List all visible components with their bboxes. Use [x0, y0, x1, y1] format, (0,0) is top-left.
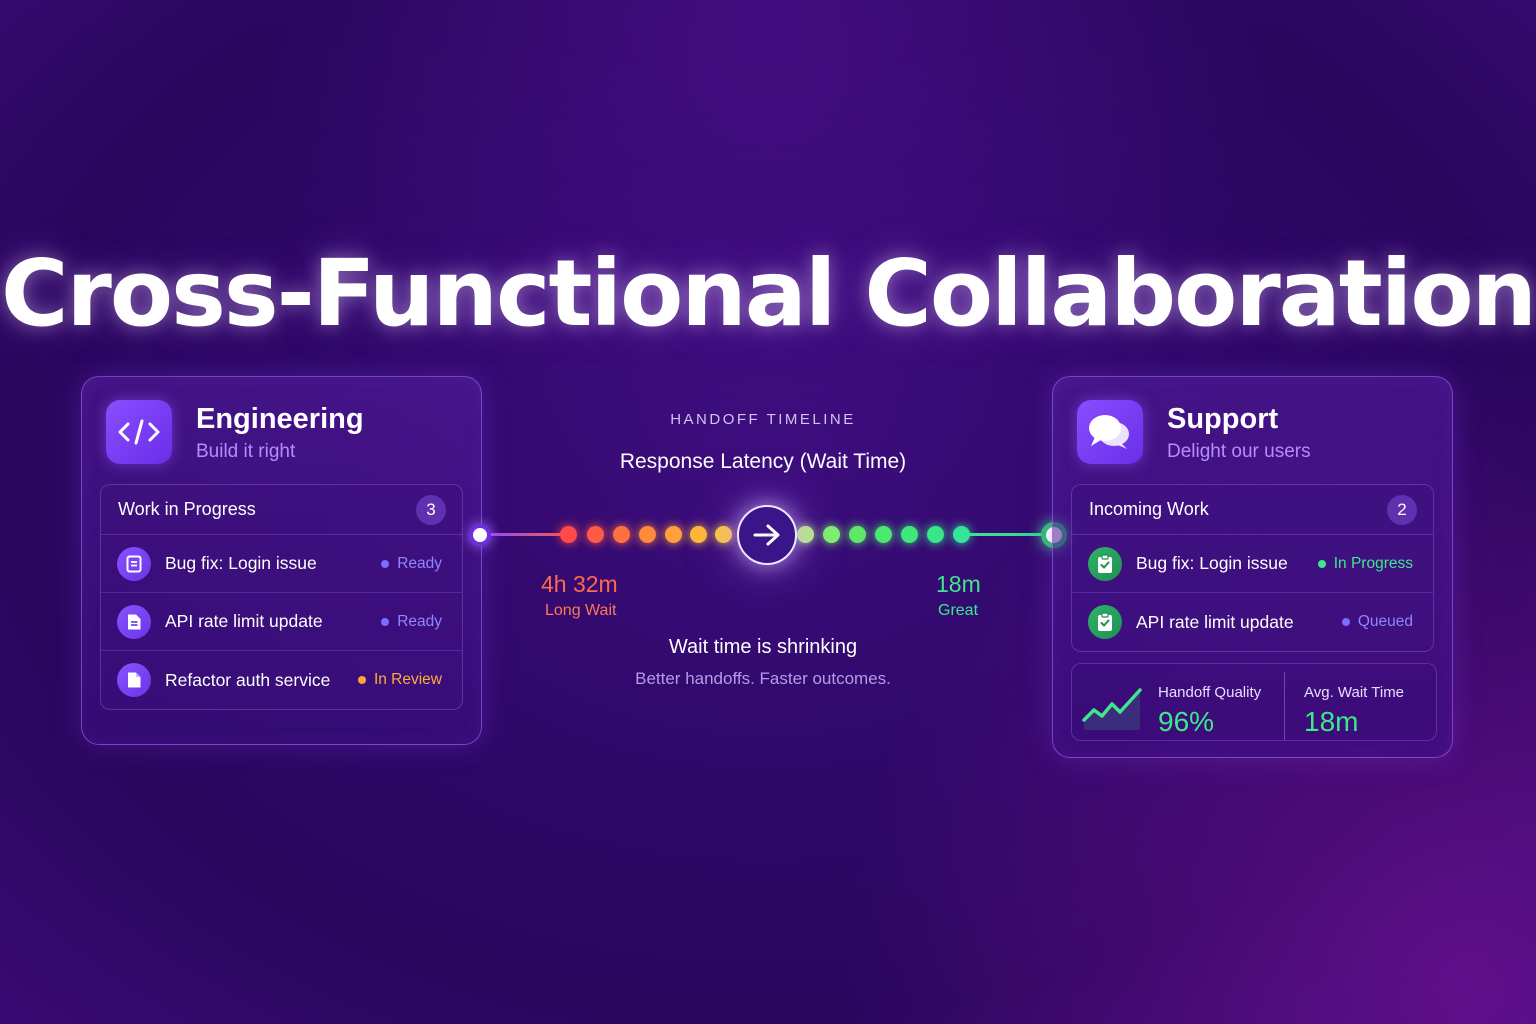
before-wait-label: Long Wait — [545, 602, 617, 619]
clipboard-check-icon — [1088, 605, 1122, 639]
engineering-panel: Engineering Build it right Work in Progr… — [81, 376, 482, 745]
timeline-dot — [690, 526, 707, 543]
timeline-dot — [875, 526, 892, 543]
timeline-dot — [849, 526, 866, 543]
timeline-dot — [665, 526, 682, 543]
page-title: Cross-Functional Collaboration — [0, 240, 1536, 347]
document-icon — [117, 604, 151, 639]
after-wait-label: Great — [938, 602, 979, 619]
timeline-dot — [901, 526, 918, 543]
status-badge: Ready — [381, 555, 442, 573]
status-badge: Ready — [381, 613, 442, 631]
timeline-track-left — [488, 533, 568, 536]
timeline-submessage: Better handoffs. Faster outcomes. — [635, 669, 891, 688]
arrow-right-icon — [753, 524, 780, 546]
handoff-quality-label: Handoff Quality — [1158, 684, 1262, 701]
timeline-start-node — [469, 524, 491, 546]
list-item[interactable]: API rate limit update Queued — [1072, 593, 1433, 651]
timeline-message: Wait time is shrinking — [668, 636, 858, 658]
clipboard-check-icon — [1088, 546, 1122, 581]
chat-bubbles-icon — [1077, 400, 1143, 464]
timeline-caption: HANDOFF TIMELINE — [670, 411, 856, 428]
after-wait-value: 18m — [936, 571, 981, 597]
timeline-dot — [953, 526, 970, 543]
status-badge: In Review — [357, 671, 442, 689]
timeline-dot — [560, 526, 577, 543]
support-subtitle: Delight our users — [1167, 441, 1311, 462]
code-icon — [106, 400, 172, 464]
status-dot — [381, 559, 390, 568]
list-title: Incoming Work — [1089, 499, 1209, 519]
list-item[interactable]: Refactor auth service In Review — [101, 651, 462, 709]
list-item[interactable]: API rate limit update Ready — [101, 593, 462, 651]
support-panel: Support Delight our users Incoming Work … — [1052, 376, 1453, 758]
status-text: In Progress — [1333, 554, 1413, 572]
handoff-quality-value: 96% — [1158, 706, 1215, 737]
timeline-dot — [823, 526, 840, 543]
engineering-subtitle: Build it right — [196, 441, 296, 462]
before-wait-value: 4h 32m — [541, 571, 618, 597]
status-badge: In Progress — [1317, 554, 1413, 573]
timeline-dot — [639, 526, 656, 543]
status-text: Ready — [397, 554, 442, 572]
timeline-dot — [715, 526, 732, 543]
item-label: API rate limit update — [165, 611, 323, 631]
status-badge: Queued — [1341, 613, 1413, 631]
avg-wait-label: Avg. Wait Time — [1304, 684, 1405, 701]
handoff-arrow-button[interactable] — [737, 505, 797, 565]
list-item[interactable]: Bug fix: Login issue In Progress — [1072, 535, 1433, 593]
timeline-dot — [587, 526, 604, 543]
document-icon — [117, 546, 151, 581]
timeline-dot — [927, 526, 944, 543]
timeline-track-right — [960, 533, 1050, 536]
timeline-title: Response Latency (Wait Time) — [619, 450, 907, 473]
trend-chart-icon — [1082, 688, 1142, 730]
stats-divider — [1284, 672, 1285, 740]
status-dot — [1341, 618, 1350, 626]
list-title: Work in Progress — [118, 499, 256, 519]
count-badge: 3 — [416, 494, 446, 525]
support-title: Support — [1167, 403, 1279, 435]
count-badge: 2 — [1387, 494, 1417, 525]
status-text: Queued — [1357, 613, 1413, 630]
avg-wait-value: 18m — [1304, 706, 1359, 737]
item-label: Refactor auth service — [165, 669, 331, 690]
status-dot — [357, 676, 366, 684]
work-in-progress-list: Work in Progress 3 Bug fix: Login issue … — [100, 484, 463, 710]
status-text: In Review — [373, 671, 442, 688]
status-dot — [381, 617, 390, 626]
status-text: Ready — [397, 612, 442, 630]
item-label: Bug fix: Login issue — [1136, 553, 1288, 573]
engineering-title: Engineering — [196, 403, 364, 435]
list-header: Work in Progress 3 — [101, 485, 462, 535]
timeline-dot — [797, 526, 814, 543]
list-header: Incoming Work 2 — [1072, 485, 1433, 535]
incoming-work-list: Incoming Work 2 Bug fix: Login issue In … — [1071, 484, 1434, 652]
timeline-dot — [613, 526, 630, 543]
status-dot — [1317, 559, 1326, 568]
item-label: API rate limit update — [1136, 611, 1294, 632]
list-item[interactable]: Bug fix: Login issue Ready — [101, 535, 462, 593]
handoff-stats: Handoff Quality 96% Avg. Wait Time 18m — [1071, 663, 1437, 741]
item-label: Bug fix: Login issue — [165, 553, 317, 573]
file-icon — [117, 663, 151, 697]
